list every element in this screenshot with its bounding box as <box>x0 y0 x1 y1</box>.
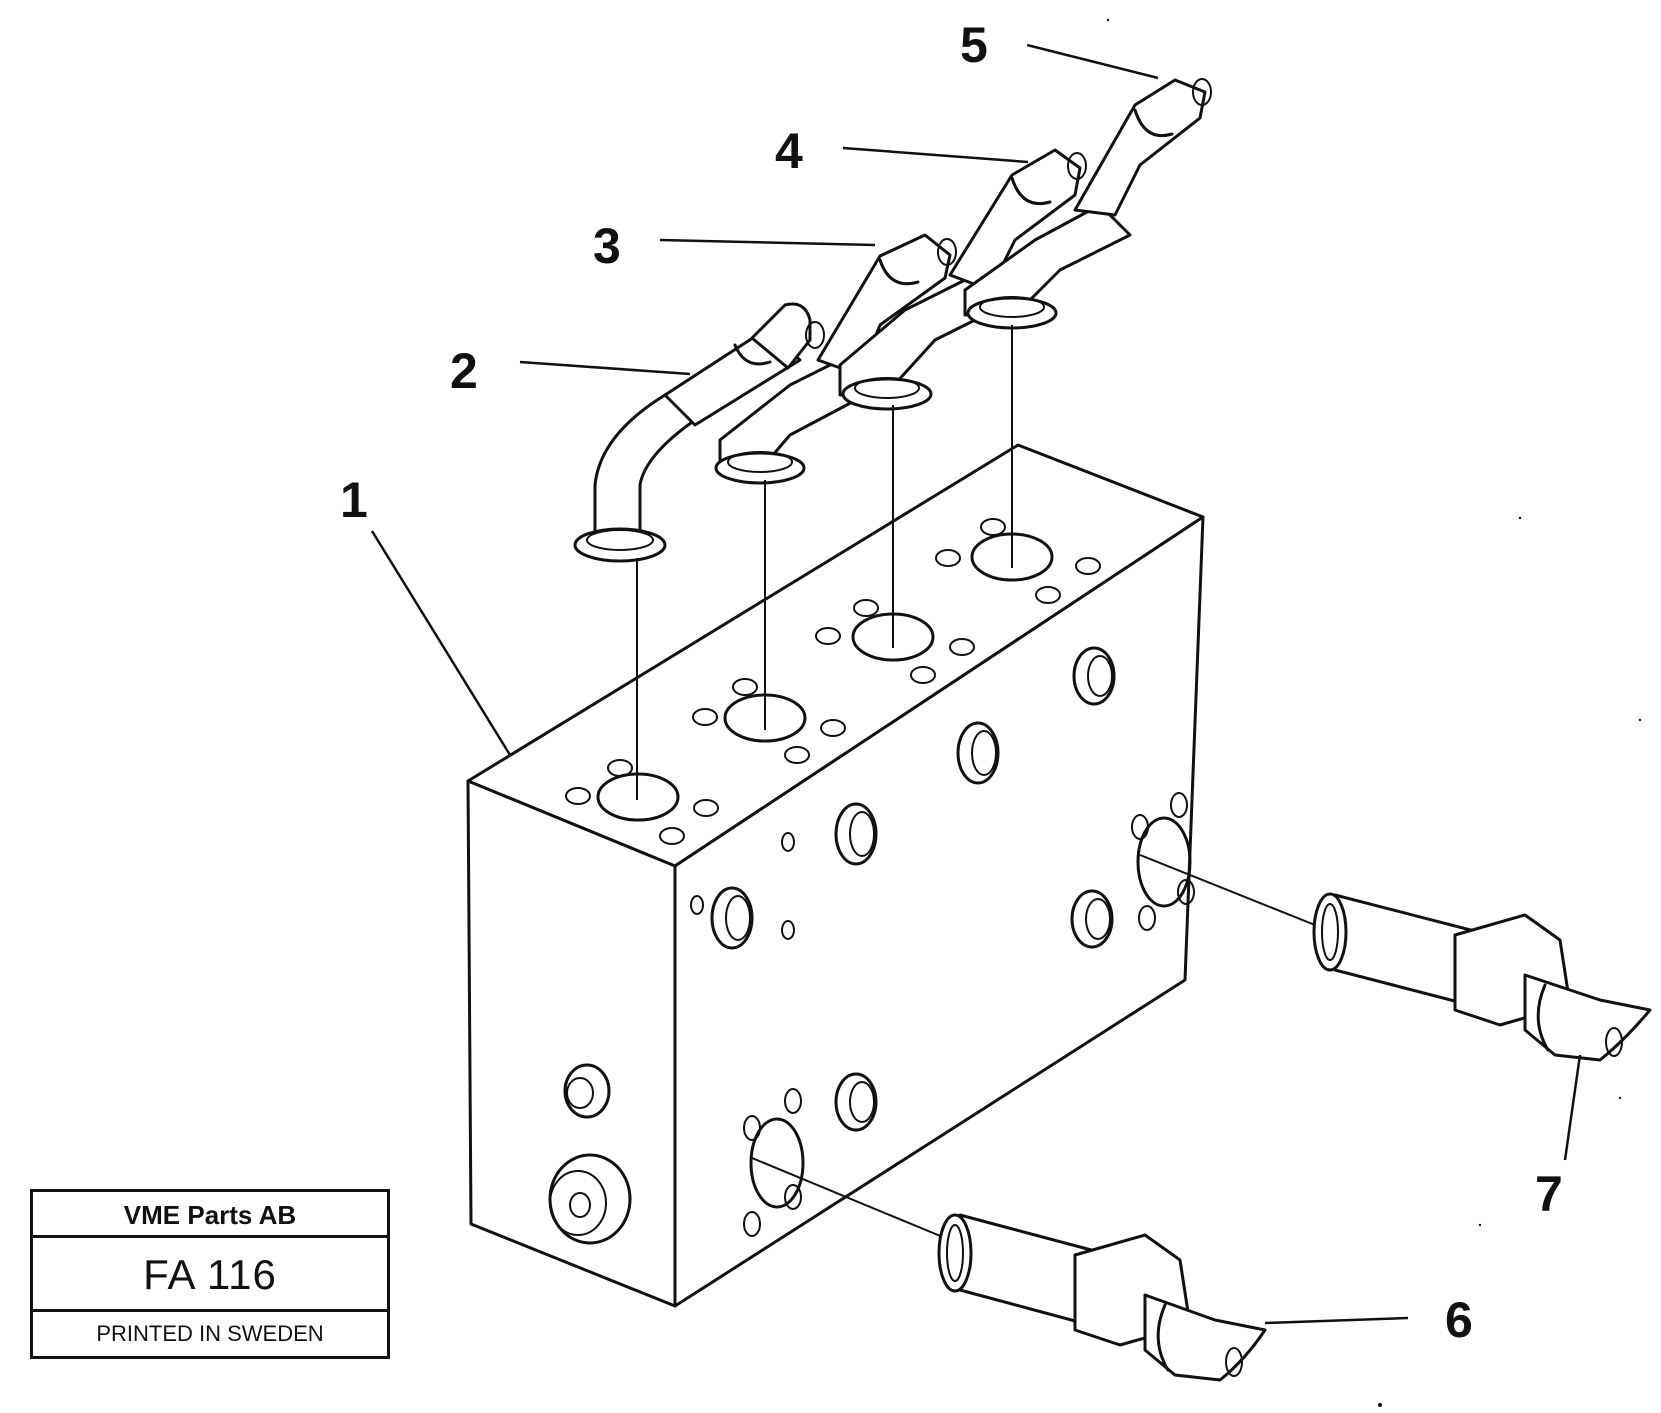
title-block: VME Parts AB FA 116 PRINTED IN SWEDEN <box>30 1189 390 1359</box>
callout-4: 4 <box>775 123 803 179</box>
pipe-6 <box>937 1213 1267 1382</box>
callout-6: 6 <box>1445 1292 1473 1348</box>
callout-2: 2 <box>450 343 478 399</box>
drawing-number: FA 116 <box>33 1238 387 1312</box>
specks <box>1106 18 1642 1407</box>
callout-1: 1 <box>340 472 368 528</box>
pipe-7 <box>1312 892 1652 1062</box>
pipe-2 <box>573 302 825 563</box>
assembly-lines <box>636 325 1316 1241</box>
pipe-5 <box>963 78 1212 330</box>
callout-leaders <box>370 43 1582 1325</box>
valve-block <box>466 443 1205 1308</box>
callout-labels: 1 2 3 4 5 6 7 <box>340 17 1563 1348</box>
printed-in-text: PRINTED IN SWEDEN <box>96 1321 324 1346</box>
front-face-plugs <box>690 646 1116 1132</box>
callout-7: 7 <box>1535 1166 1563 1222</box>
callout-5: 5 <box>960 17 988 73</box>
company-name: VME Parts AB <box>33 1192 387 1238</box>
callout-3: 3 <box>593 218 621 274</box>
